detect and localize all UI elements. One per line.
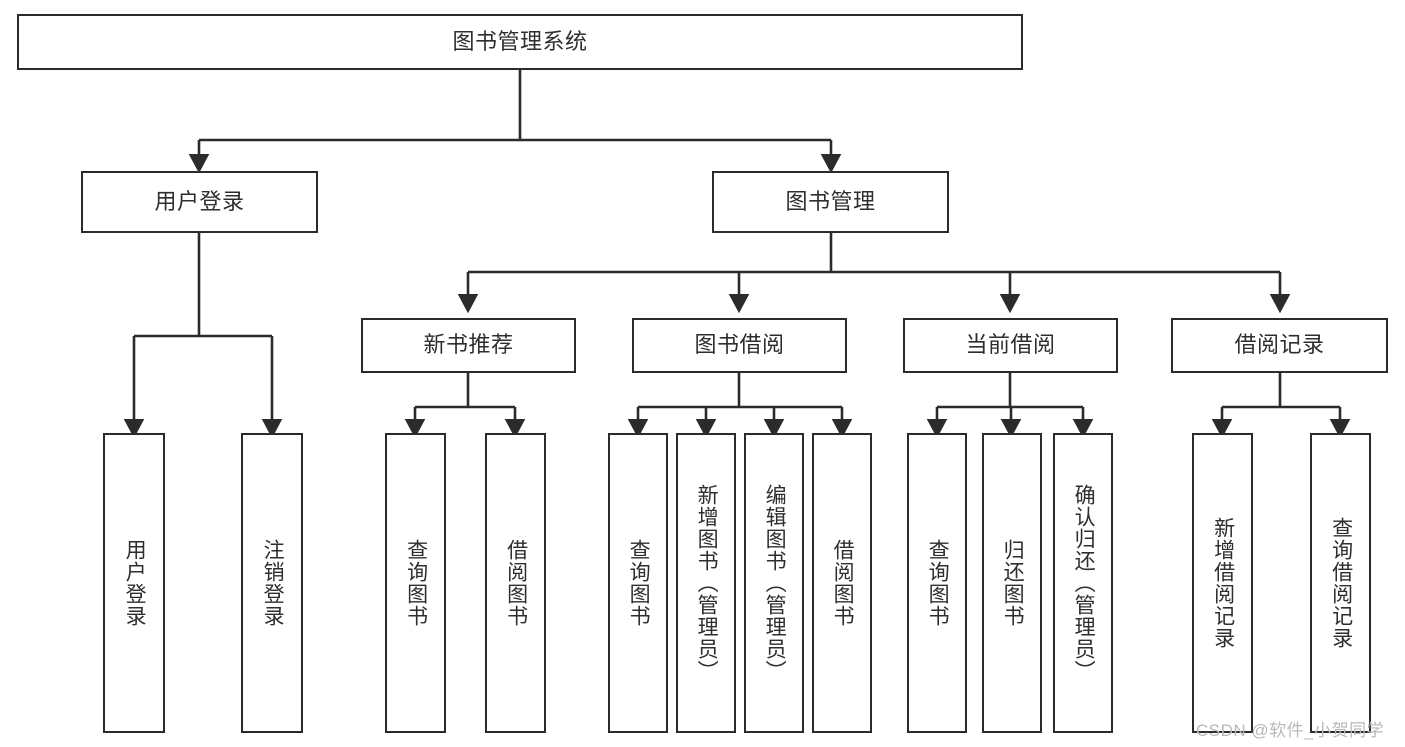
node-leaf-add-borrow-record-label: 新增借阅记录 [1211, 517, 1235, 649]
node-leaf-query-borrow-record[interactable]: 查询借阅记录 [1310, 433, 1371, 733]
node-leaf-add-book-label: 新增图书（管理员） [695, 484, 719, 682]
node-leaf-query-book-newbook[interactable]: 查询图书 [385, 433, 446, 733]
node-book-borrow[interactable]: 图书借阅 [632, 318, 847, 373]
node-new-book-recommendation[interactable]: 新书推荐 [361, 318, 576, 373]
node-root[interactable]: 图书管理系统 [17, 14, 1023, 70]
node-leaf-add-borrow-record[interactable]: 新增借阅记录 [1192, 433, 1253, 733]
node-leaf-edit-book-label: 编辑图书（管理员） [763, 484, 787, 682]
node-book-borrow-label: 图书借阅 [694, 332, 785, 358]
node-book-management[interactable]: 图书管理 [712, 171, 949, 233]
node-borrow-record[interactable]: 借阅记录 [1171, 318, 1388, 373]
node-leaf-borrow-book-newbook-label: 借阅图书 [504, 539, 528, 627]
node-leaf-borrow-book-newbook[interactable]: 借阅图书 [485, 433, 546, 733]
node-root-label: 图书管理系统 [452, 28, 588, 54]
node-leaf-return-book-label: 归还图书 [1001, 539, 1025, 627]
node-leaf-edit-book[interactable]: 编辑图书（管理员） [744, 433, 804, 733]
node-borrow-record-label: 借阅记录 [1234, 332, 1325, 358]
node-leaf-query-book-borrow[interactable]: 查询图书 [608, 433, 668, 733]
node-leaf-query-book-current-label: 查询图书 [926, 539, 950, 627]
csdn-watermark: CSDN @软件_小贺同学 [1196, 721, 1385, 740]
node-user-login[interactable]: 用户登录 [81, 171, 318, 233]
node-leaf-confirm-return[interactable]: 确认归还（管理员） [1053, 433, 1113, 733]
node-leaf-query-book-current[interactable]: 查询图书 [907, 433, 967, 733]
node-leaf-query-borrow-record-label: 查询借阅记录 [1329, 517, 1353, 649]
node-leaf-borrow-book-borrow-label: 借阅图书 [831, 539, 855, 627]
node-leaf-logout[interactable]: 注销登录 [241, 433, 303, 733]
node-leaf-user-login-label: 用户登录 [123, 539, 147, 627]
node-user-login-label: 用户登录 [154, 188, 245, 214]
node-leaf-confirm-return-label: 确认归还（管理员） [1072, 484, 1096, 682]
node-leaf-query-book-borrow-label: 查询图书 [627, 539, 651, 627]
node-leaf-user-login[interactable]: 用户登录 [103, 433, 165, 733]
node-new-book-recommendation-label: 新书推荐 [423, 332, 514, 358]
node-book-management-label: 图书管理 [785, 188, 876, 214]
node-leaf-logout-label: 注销登录 [261, 539, 285, 627]
node-leaf-borrow-book-borrow[interactable]: 借阅图书 [812, 433, 872, 733]
node-leaf-query-book-newbook-label: 查询图书 [404, 539, 428, 627]
node-leaf-return-book[interactable]: 归还图书 [982, 433, 1042, 733]
node-current-borrow-label: 当前借阅 [965, 332, 1056, 358]
node-current-borrow[interactable]: 当前借阅 [903, 318, 1118, 373]
node-leaf-add-book[interactable]: 新增图书（管理员） [676, 433, 736, 733]
